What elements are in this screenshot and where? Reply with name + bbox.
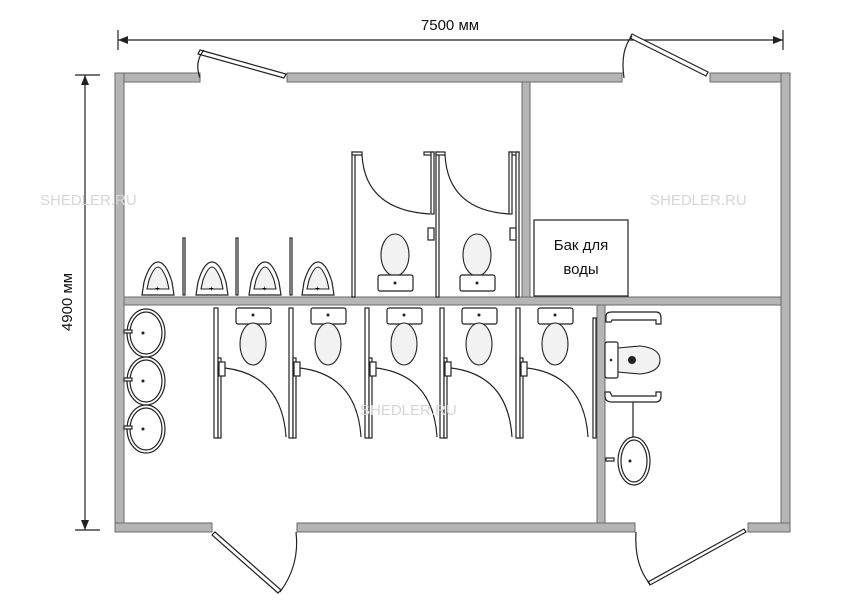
urinal: + — [195, 261, 229, 296]
toilet — [377, 233, 414, 292]
walls — [114, 72, 791, 533]
width-label: 7500 мм — [421, 17, 479, 34]
height-dimension: 4900 мм — [59, 74, 100, 531]
entrance-door-top-right — [622, 33, 709, 79]
svg-text:+: + — [209, 284, 214, 293]
stall — [515, 307, 589, 439]
stall — [288, 307, 362, 439]
sinks — [123, 308, 166, 454]
upper-stalls — [351, 151, 520, 298]
urinal: + — [248, 261, 282, 296]
svg-text:+: + — [155, 284, 160, 293]
watermark: SHEDLER.RU — [40, 192, 137, 209]
sink — [123, 308, 166, 358]
watermark: SHEDLER.RU — [360, 402, 457, 419]
width-dimension: 7500 мм — [117, 17, 784, 50]
height-label: 4900 мм — [59, 273, 76, 331]
stall — [439, 307, 513, 439]
urinal: + — [141, 261, 175, 296]
entrance-door-bottom-right — [635, 528, 747, 586]
urinals: + + + + — [141, 237, 335, 296]
entrance-door-top-left — [197, 49, 287, 79]
svg-text:+: + — [262, 284, 267, 293]
water-tank-label-line1: Бак для — [554, 237, 609, 254]
urinal: + — [301, 261, 335, 296]
watermarks: SHEDLER.RU SHEDLER.RU SHEDLER.RU — [40, 192, 747, 419]
watermark: SHEDLER.RU — [650, 192, 747, 209]
sink — [123, 404, 166, 454]
entrance-door-bottom-left — [211, 531, 298, 594]
water-tank-label-line2: воды — [563, 261, 598, 278]
toilet — [459, 233, 496, 292]
svg-text:+: + — [315, 284, 320, 293]
stall — [213, 307, 287, 439]
accessible-toilet — [604, 311, 662, 486]
sink — [605, 436, 651, 486]
stall — [364, 307, 438, 439]
water-tank: Бак для воды — [533, 219, 629, 297]
lower-stalls — [213, 307, 597, 439]
sink — [123, 356, 166, 406]
